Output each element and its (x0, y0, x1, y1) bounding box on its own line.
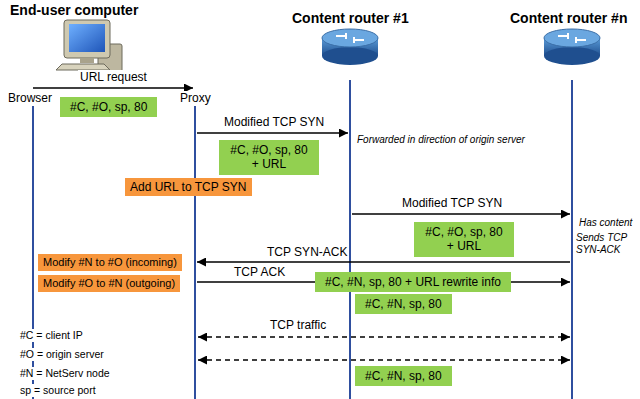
box-text: Add URL to TCP SYN (130, 180, 247, 194)
box-text: Modify #N to #O (incoming) (43, 256, 177, 269)
key-text: #C = client IP (18, 329, 85, 342)
packet-header-box: #C, #O, sp, 80 + URL (219, 140, 319, 175)
box-text: #C, #O, sp, 80 + URL (229, 143, 309, 172)
message-arrow (352, 213, 570, 214)
message-label: Modified TCP SYN (400, 196, 504, 210)
router-arrows (558, 33, 586, 43)
box-text: Modify #O to #N (outgoing) (43, 277, 175, 290)
lifeline-name: Proxy (178, 91, 213, 105)
box-text: #C, #N, sp, 80 + URL rewrite info (325, 275, 501, 289)
router-icon (544, 29, 600, 65)
participant-title: Content router #n (508, 10, 629, 27)
message-arrow (197, 132, 348, 133)
key-text: #O = origin server (18, 348, 106, 361)
lifeline-name: Browser (6, 91, 54, 105)
router-top (322, 29, 378, 47)
message-arrow (198, 336, 570, 337)
computer-monitor (64, 20, 110, 58)
message-arrow (198, 359, 570, 360)
lifeline (349, 80, 351, 399)
router-base (322, 47, 378, 65)
note-text: Sends TCP SYN-ACK (574, 232, 636, 256)
box-text: #C, #N, sp, 80 (365, 297, 442, 311)
packet-header-box: #C, #O, sp, 80 (60, 97, 157, 117)
box-text: #C, #O, sp, 80 (70, 100, 147, 114)
proxy-action-box: Add URL to TCP SYN (125, 178, 252, 196)
message-arrow (33, 87, 193, 88)
message-label: TCP SYN-ACK (265, 245, 349, 259)
proxy-action-box: Modify #N to #O (incoming) (38, 254, 182, 271)
packet-header-box: #C, #O, sp, 80 + URL (414, 222, 514, 257)
packet-header-box: #C, #N, sp, 80 (355, 366, 452, 386)
computer-icon (56, 20, 122, 74)
box-text: #C, #O, sp, 80 + URL (424, 225, 504, 254)
proxy-action-box: Modify #O to #N (outgoing) (38, 275, 180, 292)
router-base (544, 47, 600, 65)
note-text: Has content (577, 217, 634, 229)
box-text: #C, #N, sp, 80 (365, 369, 442, 383)
message-label: TCP traffic (268, 318, 328, 332)
packet-header-box: #C, #N, sp, 80 + URL rewrite info (315, 272, 511, 292)
computer-screen (69, 24, 105, 52)
key-text: sp = source port (18, 384, 98, 397)
packet-header-box: #C, #N, sp, 80 (355, 294, 452, 314)
router-arrows (336, 33, 364, 43)
lifeline (571, 80, 573, 399)
message-label: URL request (78, 70, 149, 84)
message-arrow (197, 261, 570, 262)
participant-title: Content router #1 (290, 10, 411, 27)
note-text: Forwarded in direction of origin server (355, 134, 527, 146)
router-icon (322, 29, 378, 65)
key-text: #N = NetServ node (18, 367, 112, 380)
message-label: TCP ACK (232, 265, 287, 279)
message-label: Modified TCP SYN (222, 115, 326, 129)
router-top (544, 29, 600, 47)
participant-title: End-user computer (8, 2, 140, 19)
monitor-stand (80, 58, 94, 63)
lifeline (194, 106, 196, 399)
